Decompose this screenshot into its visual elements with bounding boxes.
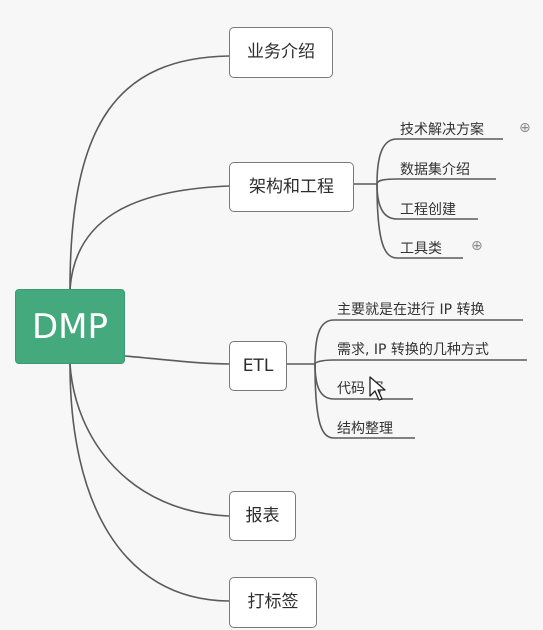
branch-tagging[interactable]: 打标签 <box>229 577 317 628</box>
plus-circle-icon[interactable]: ⊕ <box>471 238 483 254</box>
branch-business-intro[interactable]: 业务介绍 <box>229 27 333 78</box>
root-node-dmp[interactable]: DMP <box>15 289 125 364</box>
branch-etl[interactable]: ETL <box>229 341 287 391</box>
leaf-structure-cleanup[interactable]: 结构整理 <box>337 421 393 437</box>
leaf-ip-conversion[interactable]: 主要就是在进行 IP 转换 <box>337 302 485 318</box>
connector-arch-4 <box>376 183 463 259</box>
leaf-utility-classes[interactable]: 工具类 <box>400 241 442 257</box>
connector-to-tagging <box>69 363 230 602</box>
connector-arch-2 <box>376 178 496 185</box>
connector-arch-1 <box>376 138 503 185</box>
connector-to-business-intro <box>69 55 230 290</box>
plus-circle-icon[interactable]: ⊕ <box>519 120 531 136</box>
branch-report[interactable]: 报表 <box>229 491 296 541</box>
connector-to-etl <box>124 355 230 365</box>
leaf-ip-conversion-methods[interactable]: 需求, IP 转换的几种方式 <box>337 342 489 358</box>
connector-etl-2 <box>314 359 527 365</box>
leaf-project-creation[interactable]: 工程创建 <box>400 202 456 218</box>
connector-etl-1 <box>314 319 523 365</box>
leaf-dataset-intro[interactable]: 数据集介绍 <box>400 162 470 178</box>
connector-to-architecture <box>69 185 230 290</box>
connector-etl-4 <box>314 363 415 439</box>
connector-to-report <box>69 363 230 517</box>
branch-architecture[interactable]: 架构和工程 <box>229 162 354 212</box>
leaf-tech-solution[interactable]: 技术解决方案 <box>400 122 484 138</box>
mouse-cursor-icon <box>369 376 386 401</box>
